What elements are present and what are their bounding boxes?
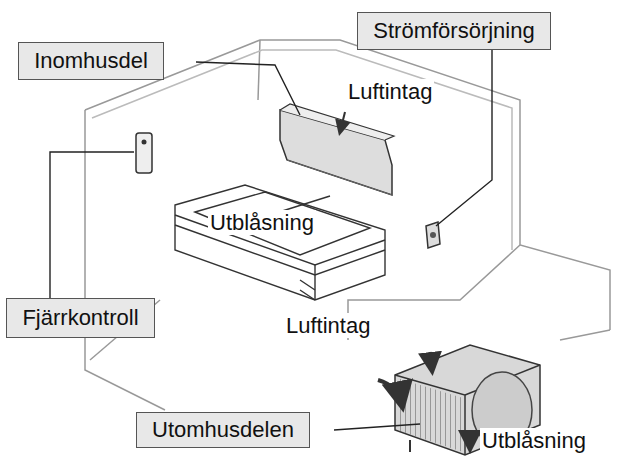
outdoor-unit-box: Utomhusdelen — [136, 412, 310, 448]
part-name: Utomhusdelen — [144, 417, 302, 443]
power-supply-box: Strömförsörjning — [357, 12, 551, 50]
airflow-label: Utblåsning — [480, 428, 588, 453]
room-outline — [85, 40, 610, 410]
sofa — [175, 185, 385, 300]
airflow-label: Utblåsning — [208, 210, 316, 235]
airflow-label: Luftintag — [284, 313, 372, 338]
remote-control — [136, 133, 152, 173]
part-name: Fjärrkontroll — [14, 305, 146, 331]
part-name: Strömförsörjning — [365, 18, 542, 44]
indoor-unit-box: Inomhusdel — [18, 42, 164, 80]
remote-control-box: Fjärrkontroll — [6, 298, 155, 338]
indoor-unit — [280, 104, 394, 195]
leader-lines — [50, 50, 492, 430]
airflow-label: Luftintag — [346, 79, 434, 104]
part-name: Inomhusdel — [26, 48, 156, 74]
power-socket — [426, 222, 440, 248]
